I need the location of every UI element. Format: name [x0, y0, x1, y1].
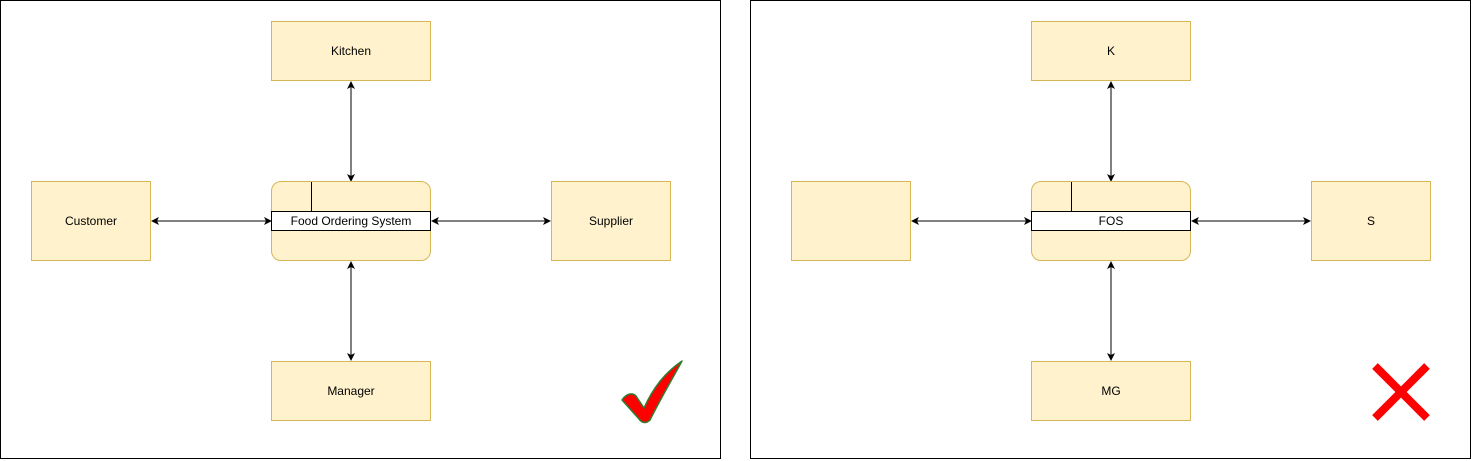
- process-node: FOS: [1031, 181, 1191, 261]
- process-id-divider: [1071, 182, 1072, 212]
- good-example-panel: Kitchen Customer Supplier Manager Food O…: [0, 0, 721, 459]
- entity-left: Customer: [31, 181, 151, 261]
- entity-right-label: S: [1366, 214, 1375, 228]
- entity-right: S: [1311, 181, 1431, 261]
- checkmark-icon: [621, 360, 683, 424]
- entity-top-label: K: [1106, 44, 1115, 58]
- entity-right: Supplier: [551, 181, 671, 261]
- entity-left-label: Customer: [64, 214, 117, 228]
- entity-bottom: MG: [1031, 361, 1191, 421]
- entity-right-label: Supplier: [588, 214, 634, 228]
- process-name-bar: Food Ordering System: [271, 211, 431, 231]
- process-node: Food Ordering System: [271, 181, 431, 261]
- process-name-bar: FOS: [1031, 211, 1191, 231]
- entity-bottom-label: MG: [1101, 384, 1121, 398]
- process-id-divider: [311, 182, 312, 212]
- entity-left: [791, 181, 911, 261]
- entity-top-label: Kitchen: [330, 44, 372, 58]
- entity-bottom: Manager: [271, 361, 431, 421]
- process-label: FOS: [1098, 214, 1124, 228]
- entity-top: Kitchen: [271, 21, 431, 81]
- bad-example-panel: K S MG FOS: [750, 0, 1471, 459]
- cross-icon: [1372, 363, 1430, 421]
- entity-bottom-label: Manager: [327, 384, 375, 398]
- process-label: Food Ordering System: [290, 214, 412, 228]
- entity-top: K: [1031, 21, 1191, 81]
